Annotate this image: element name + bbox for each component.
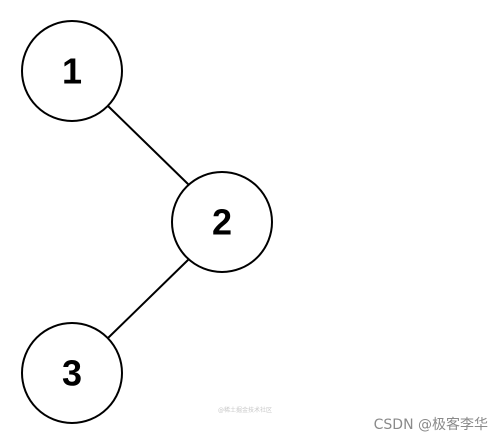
node-1: 1 — [21, 20, 123, 122]
node-2: 2 — [171, 171, 273, 273]
edge-1-2 — [107, 105, 190, 186]
edge-2-3 — [107, 258, 190, 339]
node-3: 3 — [21, 322, 123, 424]
node-1-circle — [21, 20, 123, 122]
node-1-label: 1 — [62, 51, 82, 92]
faint-caption: @稀土掘金技术社区 — [218, 407, 273, 414]
node-2-circle — [171, 171, 273, 273]
node-3-circle — [21, 322, 123, 424]
node-3-label: 3 — [62, 353, 82, 394]
csdn-watermark: CSDN @极客李华 — [373, 417, 488, 433]
node-2-label: 2 — [212, 202, 232, 243]
